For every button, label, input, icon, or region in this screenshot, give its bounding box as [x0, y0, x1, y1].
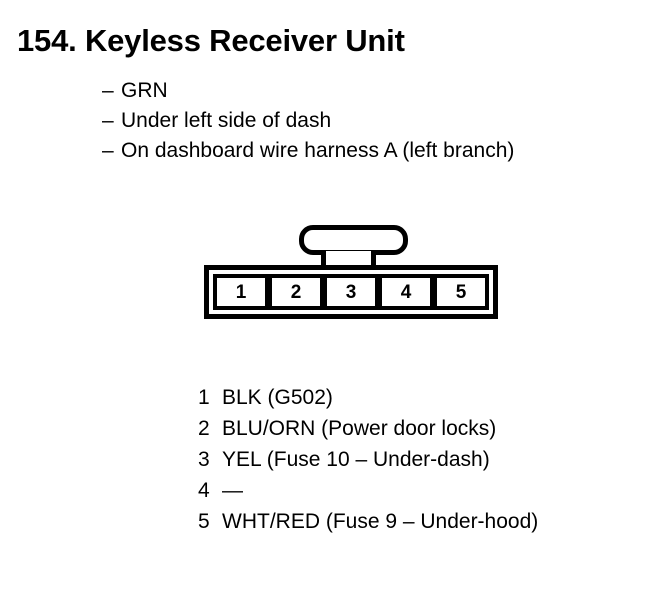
pin-legend-row: 1 BLK (G502)	[198, 382, 538, 413]
pin-legend-description: YEL (Fuse 10 – Under-dash)	[222, 448, 490, 471]
note-text: Under left side of dash	[121, 109, 332, 132]
pin-legend-number: 4	[198, 479, 210, 502]
note-item: – On dashboard wire harness A (left bran…	[102, 136, 514, 166]
note-item: – GRN	[102, 76, 514, 106]
connector-diagram: 1 2 3 4 5	[204, 225, 498, 320]
connector-pin-housing: 1 2 3 4 5	[204, 265, 498, 319]
pin-legend-description: —	[222, 479, 243, 502]
en-dash-icon: –	[102, 109, 114, 132]
connector-pin-3: 3	[323, 274, 379, 310]
pin-legend-number: 2	[198, 417, 210, 440]
pin-legend-number: 3	[198, 448, 210, 471]
pin-legend-row: 2 BLU/ORN (Power door locks)	[198, 413, 538, 444]
connector-pin-1: 1	[213, 274, 269, 310]
connector-pin-2: 2	[268, 274, 324, 310]
pin-legend-number: 5	[198, 510, 210, 533]
en-dash-icon: –	[102, 79, 114, 102]
en-dash-icon: –	[102, 139, 114, 162]
pin-legend-row: 5 WHT/RED (Fuse 9 – Under-hood)	[198, 506, 538, 537]
note-item: – Under left side of dash	[102, 106, 514, 136]
pin-legend-row: 4 —	[198, 475, 538, 506]
note-text: GRN	[121, 79, 168, 102]
pin-legend-description: BLU/ORN (Power door locks)	[222, 417, 497, 440]
pin-legend-list: 1 BLK (G502) 2 BLU/ORN (Power door locks…	[198, 382, 538, 537]
note-text: On dashboard wire harness A (left branch…	[121, 139, 515, 162]
connector-pin-5: 5	[433, 274, 489, 310]
connector-pin-4: 4	[378, 274, 434, 310]
pin-legend-number: 1	[198, 386, 210, 409]
pin-legend-row: 3 YEL (Fuse 10 – Under-dash)	[198, 444, 538, 475]
page-title: 154. Keyless Receiver Unit	[17, 23, 405, 58]
pin-legend-description: WHT/RED (Fuse 9 – Under-hood)	[222, 510, 539, 533]
component-notes-list: – GRN – Under left side of dash – On das…	[102, 76, 514, 166]
pin-legend-description: BLK (G502)	[222, 386, 333, 409]
